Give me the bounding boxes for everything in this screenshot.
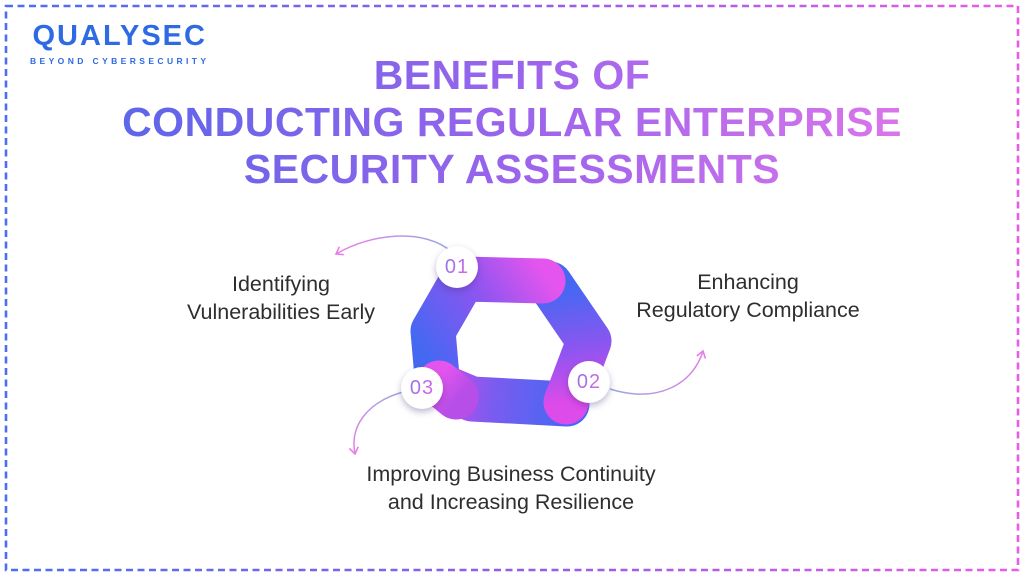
step-circle-2: 02: [568, 361, 610, 403]
step-circle-1: 01: [436, 246, 478, 288]
step-label-2-line-2: Regulatory Compliance: [636, 298, 860, 322]
step-label-3: Improving Business Continuity and Increa…: [336, 460, 686, 516]
step-label-3-line-2: and Increasing Resilience: [387, 490, 635, 514]
step-label-1-line-2: Vulnerabilities Early: [186, 300, 375, 324]
arrow-to-step-1: [334, 235, 453, 256]
step-label-2: Enhancing Regulatory Compliance: [598, 268, 898, 324]
step-label-1-line-1: Identifying: [231, 272, 330, 296]
brand-tagline: BEYOND CYBERSECURITY: [30, 56, 209, 66]
step-label-1: Identifying Vulnerabilities Early: [131, 270, 431, 326]
arrow-to-step-3: [348, 391, 404, 456]
step-number-3: 03: [409, 376, 435, 399]
loop-band-top-left: [410, 256, 566, 400]
brand-logo: QUALYSEC BEYOND CYBERSECURITY: [30, 20, 209, 67]
arrow-to-step-2: [609, 349, 707, 395]
step-circle-3: 03: [401, 367, 443, 409]
step-label-2-line-1: Enhancing: [697, 270, 799, 294]
step-number-2: 02: [576, 370, 602, 393]
step-label-3-line-1: Improving Business Continuity: [366, 462, 656, 486]
dashed-border-rect: [4, 4, 1020, 572]
brand-name: QUALYSEC: [32, 20, 207, 52]
step-number-1: 01: [444, 255, 470, 278]
